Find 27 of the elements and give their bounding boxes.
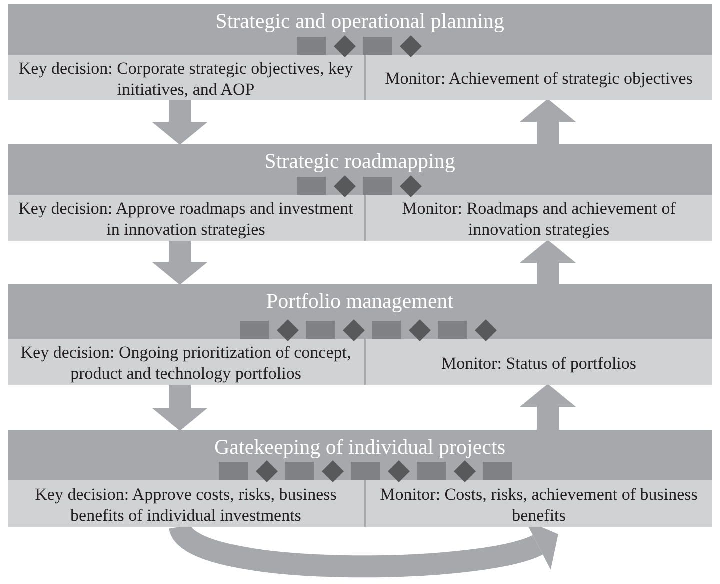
panel-text: Monitor: Status of portfolios	[441, 352, 637, 374]
block-arrow	[152, 100, 208, 145]
stage-heading: Strategic and operational planning	[214, 8, 506, 35]
decision-panel	[366, 339, 712, 385]
stage-heading: Strategic roadmapping	[264, 148, 456, 175]
block-arrow	[152, 385, 208, 431]
decision-panel	[366, 480, 712, 527]
block-arrow	[520, 384, 576, 430]
stage-band	[8, 284, 712, 385]
panel-text: Key decision: Ongoing prioritization of concept, product and technology portfolios	[20, 342, 352, 384]
stage-band	[8, 144, 712, 241]
block-arrow	[520, 240, 576, 284]
block-arrow	[152, 241, 208, 285]
stage-heading: Gatekeeping of individual projects	[214, 434, 506, 461]
panel-text: Key decision: Corporate strategic objectives, key initiatives, and AOP	[18, 58, 354, 100]
decision-panel	[366, 195, 712, 241]
stage-heading: Portfolio management	[265, 288, 455, 315]
panel-text: Key decision: Approve costs, risks, business benefits of individual investments	[34, 484, 338, 526]
panel-text: Monitor: Achievement of strategic objectives	[385, 68, 693, 89]
panel-text: Monitor: Roadmaps and achievement of innovation strategies	[401, 198, 677, 240]
decision-panel	[8, 480, 364, 527]
block-arrow	[520, 99, 576, 144]
panel-text: Key decision: Approve roadmaps and investment in innovation strategies	[18, 198, 354, 240]
panel-text: Monitor: Costs, risks, achievement of business benefits	[379, 484, 699, 526]
stage-band	[8, 430, 712, 527]
decision-panel	[366, 55, 712, 100]
stage-band	[8, 4, 712, 100]
